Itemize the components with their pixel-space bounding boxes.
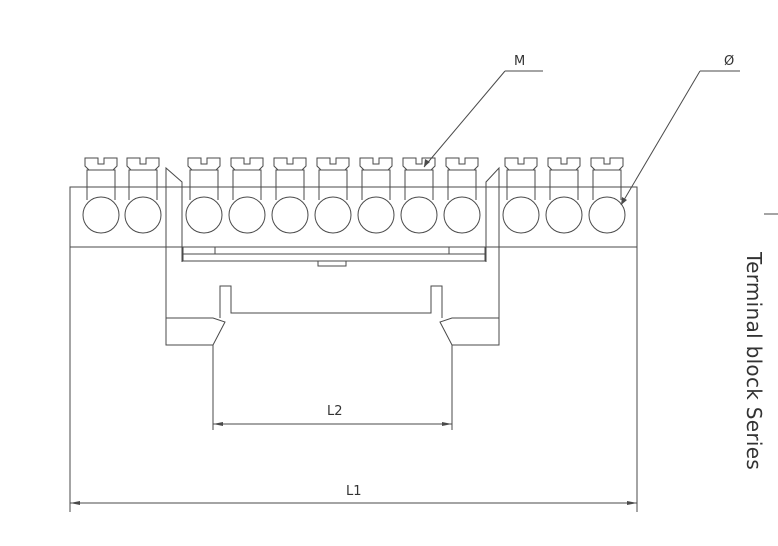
wire-entry-hole	[124, 196, 162, 234]
screw-shank	[318, 169, 348, 188]
l1-label: L1	[346, 484, 362, 499]
wire-entry-hole	[502, 196, 540, 234]
wire-entry-hole	[588, 196, 626, 234]
l1-dimension	[69, 247, 638, 512]
terminal	[588, 157, 626, 234]
screw-shank	[232, 169, 262, 188]
screw-head	[445, 157, 479, 171]
wire-entry-hole	[271, 196, 309, 234]
end-plate-left	[165, 166, 183, 262]
screw-head	[230, 157, 264, 171]
terminal	[82, 157, 120, 234]
screw-head	[359, 157, 393, 171]
leader-diameter	[620, 70, 740, 206]
wire-entry-hole	[228, 196, 266, 234]
screw-head	[547, 157, 581, 171]
terminal	[228, 157, 266, 234]
terminal	[314, 157, 352, 234]
wire-entry-hole	[545, 196, 583, 234]
screw-shank	[447, 169, 477, 188]
wire-entry-hole	[443, 196, 481, 234]
screw-shank	[86, 169, 116, 188]
screw-head	[187, 157, 221, 171]
m-label: M	[514, 54, 525, 69]
screw-shank	[592, 169, 622, 188]
screw-head	[126, 157, 160, 171]
screw-shank	[549, 169, 579, 188]
wire-entry-hole	[185, 196, 223, 234]
terminal	[502, 157, 540, 234]
screw-shank	[506, 169, 536, 188]
terminal	[400, 157, 438, 234]
screw-head	[273, 157, 307, 171]
screw-head	[590, 157, 624, 171]
bridge-plate	[182, 246, 486, 267]
leader-m	[423, 70, 543, 168]
screw-head	[504, 157, 538, 171]
side-title: Terminal block Series	[742, 252, 766, 471]
terminal	[357, 157, 395, 234]
terminal-row	[82, 157, 626, 234]
diameter-label: Ø	[724, 54, 734, 69]
screw-shank	[189, 169, 219, 188]
terminal	[185, 157, 223, 234]
end-plate-right	[485, 166, 500, 262]
wire-entry-hole	[82, 196, 120, 234]
screw-shank	[275, 169, 305, 188]
screw-shank	[404, 169, 434, 188]
screw-shank	[128, 169, 158, 188]
wire-entry-hole	[400, 196, 438, 234]
l2-label: L2	[327, 404, 343, 419]
terminal	[545, 157, 583, 234]
l2-dimension	[213, 422, 452, 426]
screw-shank	[361, 169, 391, 188]
terminal	[443, 157, 481, 234]
din-rail-foot-left	[165, 247, 443, 430]
wire-entry-hole	[314, 196, 352, 234]
terminal	[271, 157, 309, 234]
din-rail-foot-right	[439, 247, 500, 430]
screw-head	[316, 157, 350, 171]
screw-head	[84, 157, 118, 171]
terminal	[124, 157, 162, 234]
wire-entry-hole	[357, 196, 395, 234]
